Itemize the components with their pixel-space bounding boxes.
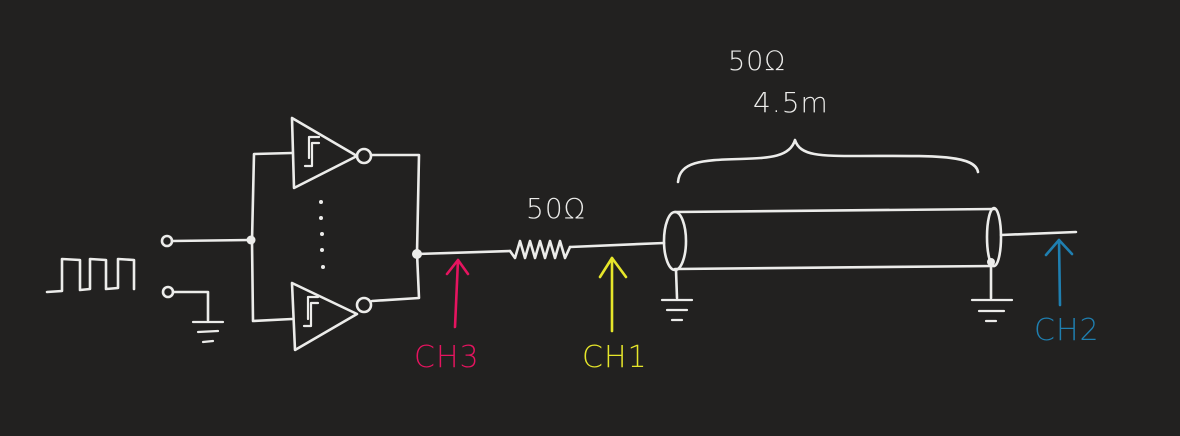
far-end-wire bbox=[999, 230, 1078, 237]
square-wave-icon bbox=[45, 257, 136, 294]
ground-icon bbox=[191, 320, 225, 344]
buffer-output-bus bbox=[369, 153, 421, 303]
probe-arrow-icon bbox=[1044, 238, 1074, 307]
ellipsis-dots bbox=[319, 200, 325, 269]
input-terminal-return bbox=[161, 285, 175, 299]
input-wire bbox=[170, 238, 252, 243]
junction-dot bbox=[246, 235, 256, 245]
shield-ground-wire-left bbox=[674, 268, 679, 300]
output-wire bbox=[415, 249, 512, 256]
ch2-label: CH2 bbox=[1034, 313, 1100, 348]
coax-cable-icon bbox=[662, 206, 1003, 272]
cable-brace bbox=[676, 138, 980, 184]
ground-icon bbox=[970, 298, 1014, 323]
cable-impedance-label: 50Ω bbox=[728, 46, 786, 77]
return-wire bbox=[171, 290, 210, 322]
probe-arrow-icon bbox=[598, 256, 628, 333]
ch1-label: CH1 bbox=[582, 340, 648, 375]
ch3-label: CH3 bbox=[414, 340, 480, 375]
resistor-icon bbox=[508, 239, 572, 260]
schmitt-inverter-icon bbox=[290, 281, 373, 352]
line-wire bbox=[568, 241, 666, 249]
schmitt-inverter-icon bbox=[290, 116, 373, 190]
probe-arrow-icon bbox=[445, 258, 470, 329]
resistor-value-label: 50Ω bbox=[526, 192, 587, 225]
buffer-input-bus bbox=[250, 151, 294, 323]
input-terminal-signal bbox=[160, 234, 174, 248]
cable-length-label: 4.5m bbox=[753, 86, 829, 119]
ground-icon bbox=[660, 298, 694, 322]
